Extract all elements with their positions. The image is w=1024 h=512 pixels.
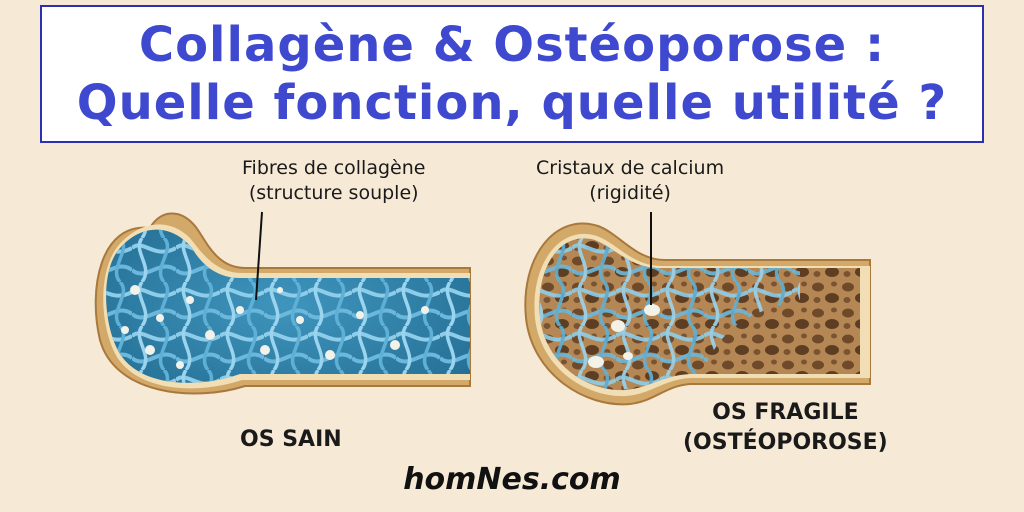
title-line-2: Quelle fonction, quelle utilité ? [76,75,948,131]
calcium-callout-line-1: Cristaux de calcium [536,157,725,179]
fragile-bone-label-line-1: OS FRAGILE [712,400,859,425]
collagen-callout-line-1: Fibres de collagène [242,157,426,179]
collagen-fiber-network-fragile [540,238,800,391]
healthy-bone-label: OS SAIN [240,427,342,452]
title-banner: Collagène & Ostéoporose : Quelle fonctio… [40,5,984,143]
website-watermark: homNes.com [403,462,621,497]
fragile-bone-label-line-2: (OSTÉOPOROSE) [683,430,888,455]
title-line-1: Collagène & Ostéoporose : [138,17,886,73]
collagen-fiber-network [106,229,471,383]
calcium-crystals-healthy [121,285,429,369]
collagen-leader-line [255,211,263,301]
calcium-crystals-fragile [588,304,660,368]
collagen-callout: Fibres de collagène (structure souple) [242,156,425,206]
collagen-callout-line-2: (structure souple) [248,182,419,204]
fragile-bone [524,222,871,406]
healthy-bone [94,212,471,395]
calcium-callout: Cristaux de calcium (rigidité) [536,156,724,206]
fragile-bone-label: OS FRAGILE (OSTÉOPOROSE) [683,398,888,458]
bone-illustration [94,211,871,406]
calcium-callout-line-2: (rigidité) [589,182,671,204]
